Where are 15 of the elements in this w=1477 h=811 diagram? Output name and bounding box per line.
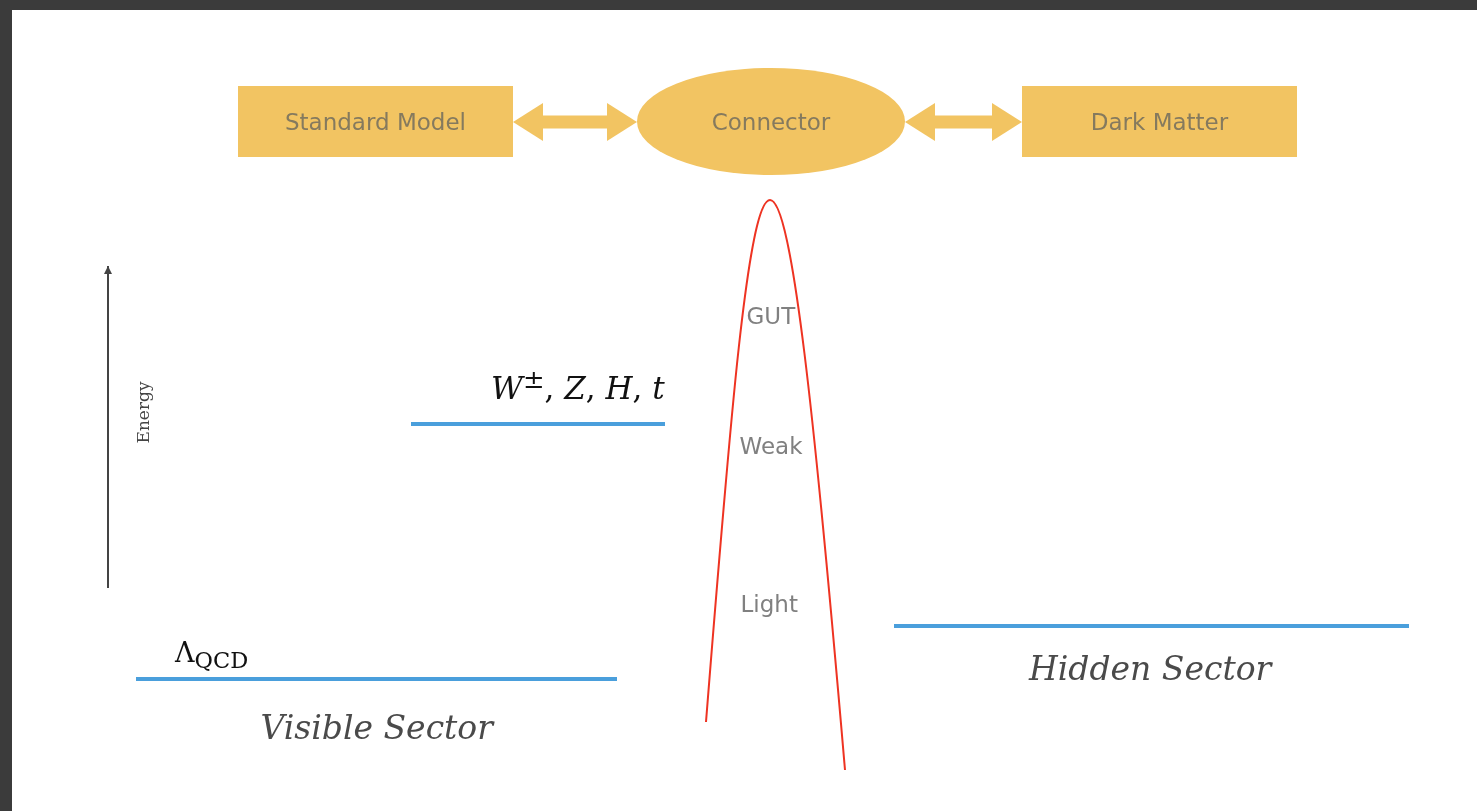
scale-label: Weak: [739, 434, 803, 458]
sector-label: Visible Sector: [260, 710, 493, 744]
model-box: [238, 86, 513, 157]
particle-label: W$^{±}$, Z, H, t: [491, 366, 665, 404]
model-box: [1022, 86, 1297, 157]
double-arrow: [513, 103, 637, 141]
scale-label: GUT: [746, 304, 796, 328]
scale-label: Light: [740, 592, 798, 616]
scale-symbol: Λ$_{QCD}$: [175, 638, 249, 672]
node-label: Standard Model: [285, 108, 466, 135]
node-label: Connector: [711, 108, 831, 135]
double-arrow: [905, 103, 1022, 141]
axis-label: Energy: [134, 381, 152, 443]
node-label: Dark Matter: [1090, 108, 1229, 135]
sector-label: Hidden Sector: [1029, 651, 1272, 685]
